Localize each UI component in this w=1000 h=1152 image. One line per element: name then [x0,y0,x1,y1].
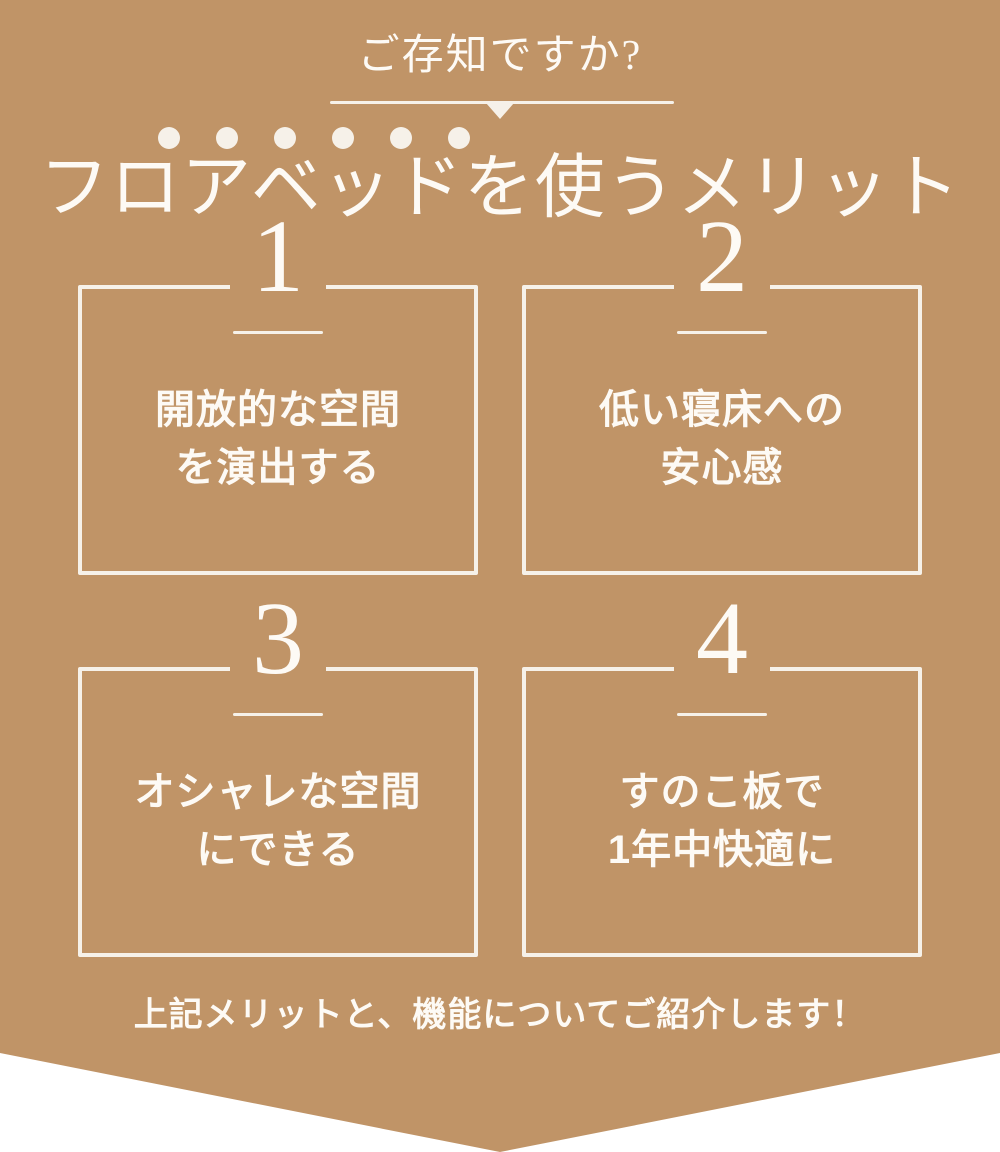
merit-number: 3 [252,581,304,696]
decorative-dot [216,127,238,149]
decorative-dot [390,127,412,149]
merit-text-line-1: すのこ板で [619,770,825,814]
chevron-down-icon [486,103,514,119]
merits-grid: 1 開放的な空間 を演出する 2 低い寝床への 安心感 3 [78,205,922,975]
merit-text-line-2: にできる [196,828,360,872]
merit-number-notch [230,665,326,675]
merit-card-3: 3 オシャレな空間 にできる [78,587,478,957]
merit-text-line-1: 開放的な空間 [155,388,401,432]
merit-text: 低い寝床への 安心感 [526,381,918,497]
merit-text-line-2: を演出する [175,446,381,490]
merit-text: すのこ板で 1年中快適に [526,763,918,879]
footer-note: 上記メリットと、機能についてご紹介します！ [133,996,867,1034]
eyebrow-text: ご存知ですか? [357,33,643,79]
merit-number-underline [677,331,767,334]
merit-text-line-1: 低い寝床への [599,388,845,432]
decorative-dot [158,127,180,149]
decorative-dot [332,127,354,149]
merit-text-line-1: オシャレな空間 [134,770,422,814]
merit-number-notch [230,283,326,293]
decorative-dot [274,127,296,149]
decorative-dots [158,127,488,151]
merit-number-notch [674,665,770,675]
merit-text: 開放的な空間 を演出する [82,381,474,497]
merit-card-1: 1 開放的な空間 を演出する [78,205,478,575]
merit-number: 2 [696,199,748,314]
merit-number: 4 [696,581,748,696]
merit-number-underline [233,713,323,716]
merit-card-4: 4 すのこ板で 1年中快適に [522,587,922,957]
merit-text-line-2: 安心感 [660,446,784,490]
decorative-dot [448,127,470,149]
merit-number: 1 [252,199,304,314]
merit-number-underline [677,713,767,716]
merit-text-line-2: 1年中快適に [607,828,837,872]
merit-number-notch [674,283,770,293]
eyebrow-divider [330,101,674,104]
merit-card-2: 2 低い寝床への 安心感 [522,205,922,575]
page-title: フロアベッドを使うメリット [39,150,961,227]
merit-number-underline [233,331,323,334]
merit-text: オシャレな空間 にできる [82,763,474,879]
